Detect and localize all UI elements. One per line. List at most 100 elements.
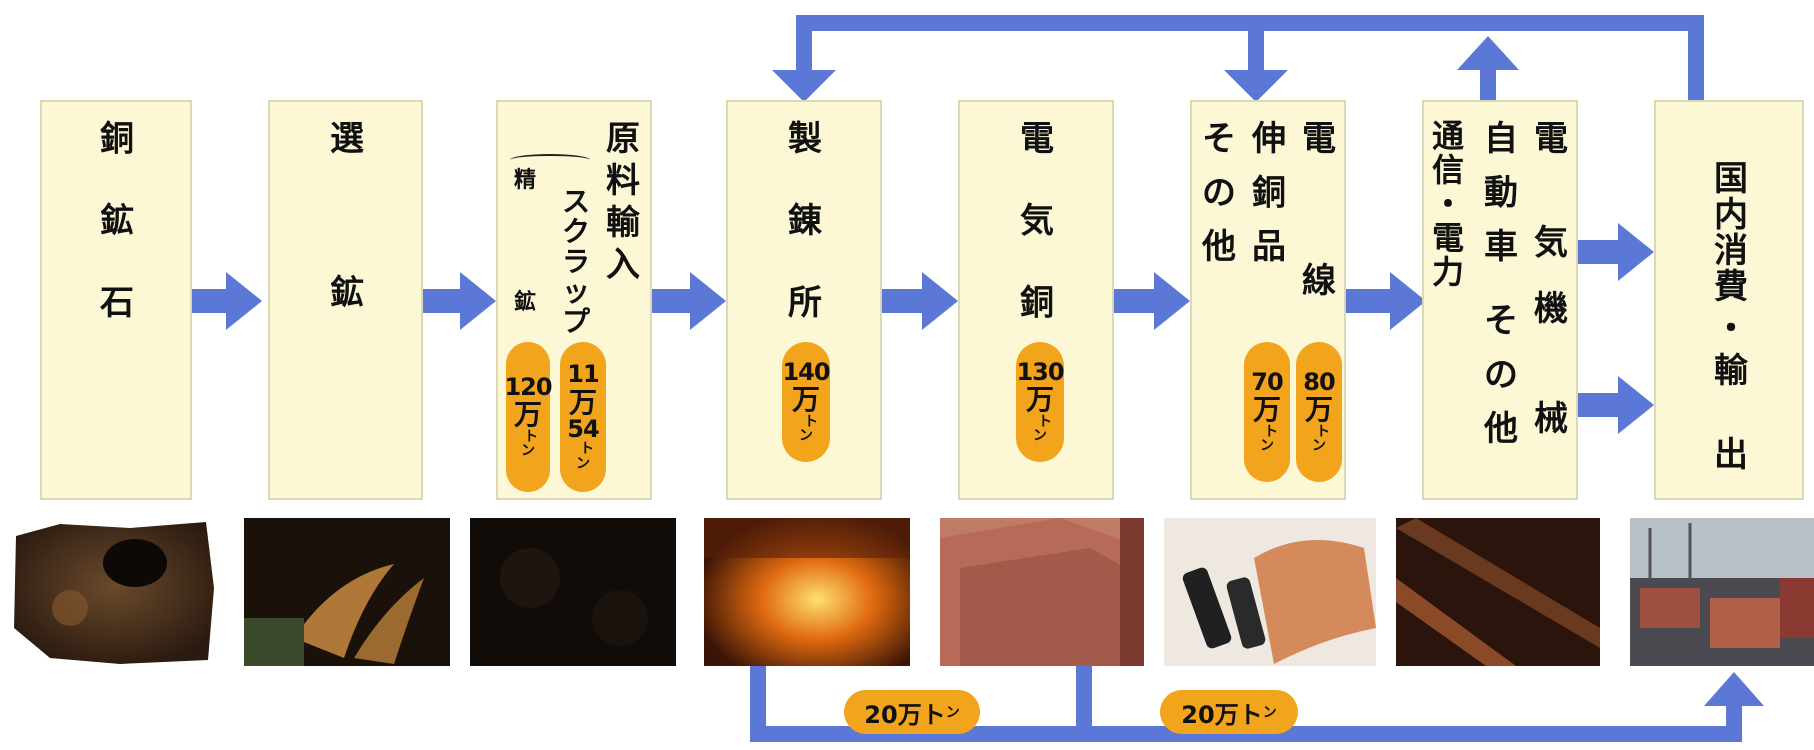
box3-mid-char: ス xyxy=(562,185,591,218)
box7-telecom-char: 通 xyxy=(1432,117,1465,155)
domestic-export-box: 国 内 消 費 ・ 輸 出 xyxy=(1654,100,1804,500)
box3-title-char: 原 xyxy=(606,119,640,159)
recycle-amount-suffix: ン xyxy=(945,705,960,721)
pill-ton-n: ン xyxy=(799,428,813,445)
box8-char: ・ xyxy=(1714,309,1748,349)
domestic-export-label: 国 内 消 費 ・ 輸 出 xyxy=(1714,162,1748,472)
pill-ton-n: ン xyxy=(521,443,535,460)
pill-ton: ト xyxy=(580,441,594,458)
bracket-mark xyxy=(510,154,590,166)
box7-auto-char: 他 xyxy=(1484,409,1518,449)
concentrate-label: 精 鉱 xyxy=(514,170,536,314)
pill-ton: ト xyxy=(1264,423,1278,440)
box7-auto-char: の xyxy=(1484,355,1518,395)
pill-ton: ト xyxy=(1038,413,1052,430)
recycle-amount-pill-2: 20万トン xyxy=(1160,690,1298,734)
pill-ton-n: ン xyxy=(1312,438,1326,455)
box1-char: 石 xyxy=(100,283,134,323)
box1-char: 鉱 xyxy=(100,201,134,241)
box3-title-char: 料 xyxy=(606,161,640,201)
pill-number: 80 xyxy=(1303,368,1335,397)
box2-char: 鉱 xyxy=(330,273,364,313)
pill-number: 70 xyxy=(1251,368,1283,397)
ore-dressing-box: 選 鉱 xyxy=(268,100,423,500)
telecom-power-label: 通 信 ・ 電 力 xyxy=(1432,120,1464,288)
copper-products-box: そ の 他 伸 銅 品 電 線 70 万 ト ン 80 万 ト ン xyxy=(1190,100,1346,500)
pill-number: 130 xyxy=(1016,358,1064,387)
box8-char: 消 xyxy=(1714,231,1748,271)
pill-unit: 万 xyxy=(1025,383,1054,417)
box4-char: 所 xyxy=(788,283,822,323)
end-use-box: 通 信 ・ 電 力 自 動 車 そ の 他 電 気 機 械 xyxy=(1422,100,1578,500)
smelter-label: 製 錬 所 xyxy=(788,122,822,368)
box4-char: 錬 xyxy=(788,201,822,241)
pill-unit: 万 xyxy=(513,398,542,432)
box2-char: 選 xyxy=(330,119,364,159)
box5-char: 電 xyxy=(1020,119,1054,159)
wrought-copper-amount-pill: 70 万 ト ン xyxy=(1244,342,1290,482)
copper-ore-box: 銅 鉱 石 xyxy=(40,100,192,500)
box3-title-char: 入 xyxy=(606,245,640,285)
copper-cathode-photo xyxy=(940,518,1144,666)
box3-title-char: 輸 xyxy=(606,203,640,243)
copper-products-photo xyxy=(1164,518,1376,666)
copper-ore-label: 銅 鉱 石 xyxy=(100,122,134,368)
raw-material-import-box: 原 料 輸 入 精 鉱 ス ク ラ ッ プ 120 万 ト ン 11 万 54 … xyxy=(496,100,652,500)
box7-auto-char: 自 xyxy=(1484,119,1518,159)
box7-auto-char: 動 xyxy=(1484,173,1518,213)
electrolytic-copper-label: 電 気 銅 xyxy=(1020,122,1054,368)
recycle-amount-pill-1: 20万トン xyxy=(844,690,980,734)
pill-unit: 万 xyxy=(1252,393,1281,427)
box7-machinery-char: 械 xyxy=(1534,399,1568,439)
pill-unit: 万 xyxy=(1304,393,1333,427)
box6-other-char: そ xyxy=(1202,119,1236,159)
box6-wrought-char: 伸 xyxy=(1252,119,1286,159)
box1-char: 銅 xyxy=(100,119,134,159)
pill-number: 54 xyxy=(567,415,599,443)
smelter-box: 製 錬 所 140 万 ト ン xyxy=(726,100,882,500)
raw-material-photo xyxy=(470,518,676,666)
box7-telecom-char: ・ xyxy=(1432,185,1465,223)
box8-char: 内 xyxy=(1714,195,1748,235)
box6-other-char: の xyxy=(1202,173,1236,213)
box3-mid-char: ラ xyxy=(562,245,591,278)
box3-left-char: 鉱 xyxy=(514,290,537,315)
pill-ton-n: ン xyxy=(1033,428,1047,445)
recycle-amount-suffix: ン xyxy=(1262,705,1277,721)
pill-ton-n: ン xyxy=(576,455,590,472)
box5-char: 気 xyxy=(1020,201,1054,241)
pill-number: 140 xyxy=(782,358,830,387)
ore-dressing-photo xyxy=(244,518,450,666)
box3-left-char: 精 xyxy=(514,168,537,193)
pill-number: 11 xyxy=(567,360,599,389)
box8-char: 出 xyxy=(1714,435,1748,475)
pill-ton: ト xyxy=(804,413,818,430)
auto-other-label: 自 動 車 そ の 他 xyxy=(1484,122,1518,446)
box6-wire-char: 電 xyxy=(1302,119,1336,159)
electrolytic-copper-box: 電 気 銅 130 万 ト ン xyxy=(958,100,1114,500)
electrolytic-amount-pill: 130 万 ト ン xyxy=(1016,342,1065,462)
export-port-photo xyxy=(1630,518,1814,666)
box7-machinery-char: 気 xyxy=(1534,223,1568,263)
pill-ton: ト xyxy=(524,428,538,445)
box7-machinery-char: 機 xyxy=(1534,289,1568,329)
pill-number: 120 xyxy=(504,373,552,402)
box6-wrought-char: 品 xyxy=(1252,227,1286,267)
box6-wrought-char: 銅 xyxy=(1252,173,1286,213)
box5-char: 銅 xyxy=(1020,283,1054,323)
concentrate-amount-pill: 120 万 ト ン xyxy=(504,342,553,492)
recycle-amount-text: 20万ト xyxy=(1181,700,1263,729)
box8-char: 費 xyxy=(1714,267,1748,307)
scrap-label: ス ク ラ ッ プ xyxy=(562,188,590,336)
box8-char: 国 xyxy=(1714,159,1748,199)
box7-telecom-char: 電 xyxy=(1432,219,1465,257)
smelter-photo xyxy=(704,518,910,666)
recycle-amount-text: 20万ト xyxy=(864,700,946,729)
box3-mid-char: ッ xyxy=(562,275,591,308)
box3-mid-char: ク xyxy=(562,215,591,248)
electrical-machinery-label: 電 気 機 械 xyxy=(1534,122,1568,436)
pill-unit: 万 xyxy=(568,385,597,419)
import-title: 原 料 輸 入 xyxy=(606,122,640,290)
box7-telecom-char: 信 xyxy=(1432,151,1465,189)
